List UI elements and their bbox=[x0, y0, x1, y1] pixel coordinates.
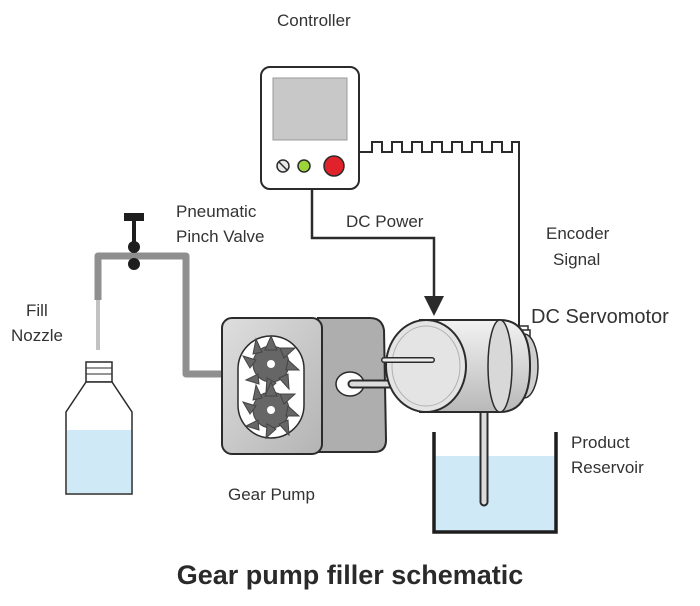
dc-servomotor bbox=[381, 319, 539, 413]
product-tube bbox=[94, 252, 232, 378]
dc-power-line bbox=[310, 188, 436, 300]
controller-screen bbox=[272, 77, 348, 141]
dc-power-arrowhead bbox=[424, 296, 444, 316]
controller-red-button bbox=[323, 155, 345, 177]
fill-nozzle-label-line2: Nozzle bbox=[11, 326, 63, 345]
dc-servomotor-label: DC Servomotor bbox=[531, 306, 669, 328]
gear-pump bbox=[221, 317, 388, 455]
reservoir-liquid bbox=[434, 456, 556, 532]
encoder-signal-line bbox=[360, 141, 520, 335]
encoder-signal-label-line2: Signal bbox=[553, 250, 601, 269]
controller bbox=[260, 66, 360, 190]
controller-green-light bbox=[297, 159, 311, 173]
motor-face bbox=[385, 319, 467, 413]
pinch-valve-label-line1: Pneumatic bbox=[176, 202, 257, 221]
pinch-valve bbox=[124, 213, 144, 270]
diagram-caption: Gear pump filler schematic bbox=[176, 560, 524, 590]
pinch-valve-label-line2: Pinch Valve bbox=[176, 227, 265, 246]
controller-label: Controller bbox=[277, 11, 351, 30]
reservoir-label-line1: Product bbox=[571, 433, 630, 452]
gear-pump-label: Gear Pump bbox=[228, 485, 315, 504]
encoder-signal-label-line1: Encoder bbox=[546, 224, 610, 243]
bottle bbox=[65, 361, 133, 495]
bottle-liquid bbox=[67, 430, 131, 493]
product-reservoir bbox=[432, 432, 558, 534]
reservoir-label-line2: Reservoir bbox=[571, 458, 644, 477]
fill-nozzle-label-line1: Fill bbox=[26, 301, 48, 320]
dc-power-label: DC Power bbox=[346, 212, 424, 231]
